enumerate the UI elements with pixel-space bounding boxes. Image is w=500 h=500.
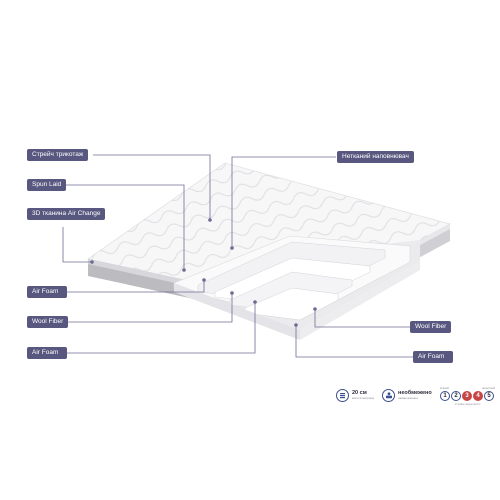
stiffness-level-5: 5 [484, 391, 494, 401]
label-spun-laid: Spun Laid [27, 179, 67, 191]
label-air-foam-2: Air Foam [27, 347, 67, 359]
leader-dots [90, 218, 317, 327]
stiffness-caption: ступінь жорсткості [454, 402, 481, 406]
label-wool-fiber-left: Wool Fiber [27, 316, 68, 328]
stiffness-level-4: 4 [473, 391, 483, 401]
height-caption: висота матраца [352, 396, 375, 401]
label-air-foam-right: Air Foam [413, 351, 453, 363]
label-3d-fabric: 3D тканина Air Change [27, 208, 106, 220]
stiffness-level-1: 1 [440, 391, 450, 401]
feature-height: 20 см висота матраца [336, 389, 374, 402]
weight-load-icon [382, 389, 395, 402]
stiffness-level-3: 3 [462, 391, 472, 401]
stiffness-hard-label: жорсткий [482, 386, 495, 390]
stiffness-scale: м'який жорсткий 1 2 3 4 5 ступінь жорстк… [440, 386, 495, 406]
label-stretch-knit: Стрейч трикотаж [27, 149, 89, 161]
stiffness-soft-label: м'який [440, 386, 449, 390]
height-value: 20 см [352, 389, 367, 396]
label-nonwoven-filler: Нетканий наповнювач [337, 151, 414, 163]
load-caption: навантаження [398, 396, 418, 401]
leader-lines [56, 154, 413, 358]
stiffness-level-2: 2 [451, 391, 461, 401]
load-value: необмежено [398, 389, 432, 396]
feature-load: необмежено навантаження [382, 389, 432, 402]
label-air-foam-1: Air Foam [27, 286, 67, 298]
label-wool-fiber-right: Wool Fiber [410, 321, 451, 333]
mattress-height-icon [336, 389, 349, 402]
